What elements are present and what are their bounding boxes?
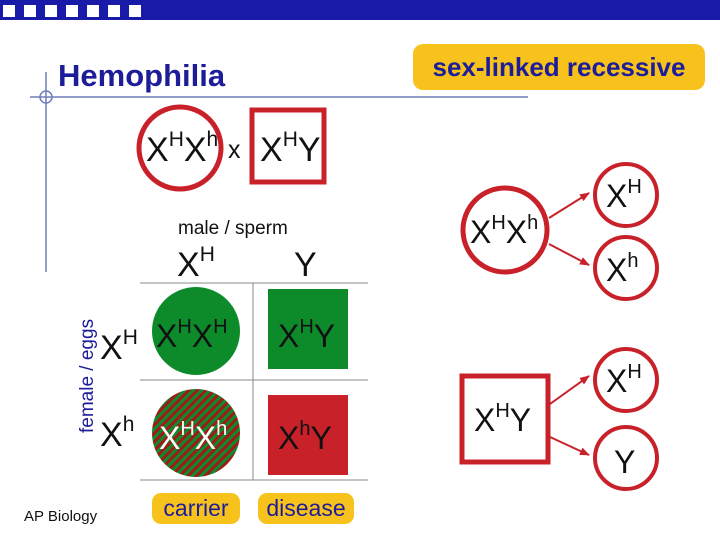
egg-1-genotype: XH [606,176,642,214]
cell-3-genotype: XHXh [159,418,228,456]
female-arrow-2 [548,243,590,266]
offspring-female-normal-circle [152,287,240,375]
egg-2-genotype: Xh [606,250,639,288]
offspring-male-disease-square [268,395,348,475]
father-genotype: XHY [260,128,321,169]
egg-xh-circle [593,162,659,228]
top-bar-square [129,5,141,17]
top-bar-square [87,5,99,17]
top-bar-square [3,5,15,17]
egg-row-2: Xh [100,413,135,454]
mother-circle [136,104,224,192]
female-parent-genotype: XHXh [470,212,539,250]
top-bar-square [45,5,57,17]
inheritance-badge: sex-linked recessive [413,44,705,90]
offspring-male-normal-square [268,289,348,369]
eggs-label: female / eggs [77,318,98,433]
sperm-col-1: XH [177,243,215,284]
male-arrow-2 [549,436,590,456]
father-square [249,107,327,185]
egg-xlowh-circle [593,235,659,301]
cell-1-genotype: XHXH [156,316,228,354]
egg-row-1: XH [100,326,138,367]
mother-genotype: XHXh [146,128,219,169]
top-bar [0,0,720,20]
sperm-1-genotype: XH [606,361,642,399]
page-title: Hemophilia [58,58,226,93]
cell-4-genotype: XhY [278,418,332,456]
cell-2-genotype: XHY [278,316,336,354]
sperm-xh-circle [593,347,659,413]
cross-symbol: x [228,136,241,164]
female-arrow-1 [548,192,590,219]
footer-label: AP Biology [24,508,98,525]
top-bar-square [24,5,36,17]
offspring-female-carrier-circle [152,389,240,477]
crosshair-circle [39,90,53,104]
sperm-2-genotype: Y [614,444,636,480]
sperm-y-circle [593,425,659,491]
sperm-col-2: Y [294,246,317,284]
sperm-label: male / sperm [178,218,288,239]
disease-tag: disease [258,493,354,524]
top-bar-square [108,5,120,17]
male-parent-genotype: XHY [474,400,532,438]
male-parent-square [459,373,551,465]
male-arrow-1 [549,375,590,405]
female-parent-circle [460,185,550,275]
carrier-tag: carrier [152,493,240,524]
top-bar-square [66,5,78,17]
